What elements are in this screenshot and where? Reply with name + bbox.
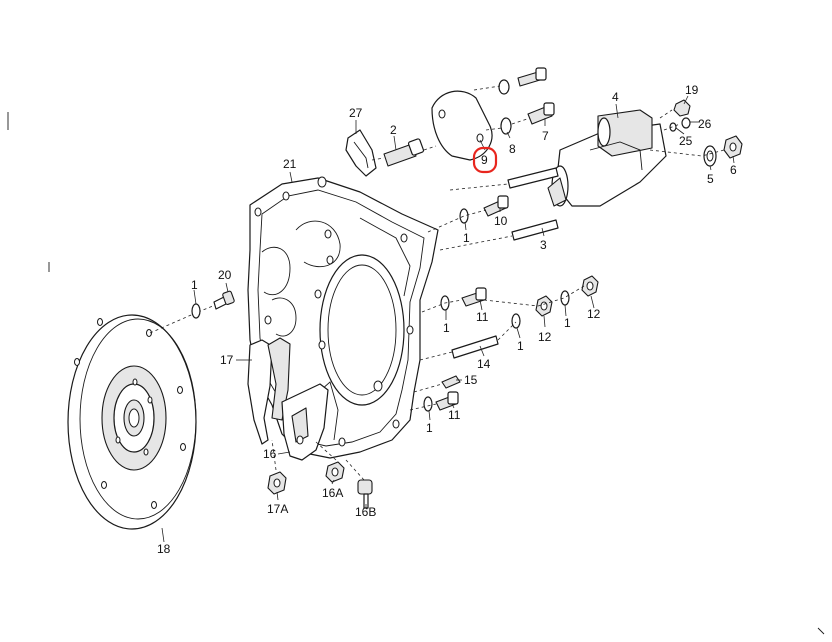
callout-5[interactable]: 5 <box>707 172 714 186</box>
bolt-part-11[interactable] <box>461 287 487 307</box>
washer-part-1[interactable] <box>191 303 201 319</box>
washer-part-1[interactable] <box>560 290 570 306</box>
nut-part-17A[interactable] <box>267 471 287 495</box>
callout-1[interactable]: 1 <box>443 321 450 335</box>
nut-part-19[interactable] <box>673 99 691 117</box>
bolt-part-20[interactable] <box>213 290 235 310</box>
callout-12[interactable]: 12 <box>538 330 552 344</box>
bracket-part-27[interactable] <box>345 129 377 177</box>
callout-10[interactable]: 10 <box>494 214 508 228</box>
highlight-callout-9 <box>472 146 498 174</box>
callout-16[interactable]: 16 <box>263 447 277 461</box>
callout-17[interactable]: 17 <box>220 353 234 367</box>
callout-25[interactable]: 25 <box>679 134 693 148</box>
bolt-part-15[interactable] <box>441 375 461 389</box>
bolt-part-7[interactable] <box>527 102 555 125</box>
shield-plate-part-16[interactable] <box>281 383 329 461</box>
washer-part-1[interactable] <box>459 208 469 224</box>
callout-12[interactable]: 12 <box>587 307 601 321</box>
callout-1[interactable]: 1 <box>463 231 470 245</box>
nut-part-16A[interactable] <box>325 461 345 483</box>
callout-27[interactable]: 27 <box>349 106 363 120</box>
washer-part-1[interactable] <box>511 313 521 329</box>
stud-part-long-upper[interactable] <box>507 167 559 189</box>
callout-21[interactable]: 21 <box>283 157 297 171</box>
corner-mark <box>817 627 825 635</box>
callout-2[interactable]: 2 <box>390 123 397 137</box>
bolt-part-16B[interactable] <box>357 479 373 509</box>
callout-17A[interactable]: 17A <box>267 502 288 516</box>
nut-part-12[interactable] <box>581 275 599 297</box>
stud-part-3[interactable] <box>511 219 559 241</box>
callout-4[interactable]: 4 <box>612 90 619 104</box>
washer-part-25[interactable] <box>669 122 677 132</box>
starter-motor-part-4[interactable] <box>547 109 667 207</box>
nut-part-6[interactable] <box>723 135 743 159</box>
bolt-upper[interactable] <box>498 67 547 95</box>
washer-part-5[interactable] <box>703 145 717 167</box>
cover-plate-part-9[interactable] <box>431 90 493 161</box>
callout-7[interactable]: 7 <box>542 129 549 143</box>
callout-18[interactable]: 18 <box>157 542 171 556</box>
callout-19[interactable]: 19 <box>685 83 699 97</box>
callout-1[interactable]: 1 <box>191 278 198 292</box>
callout-15[interactable]: 15 <box>464 373 478 387</box>
callout-1[interactable]: 1 <box>426 421 433 435</box>
washer-part-26[interactable] <box>681 117 691 129</box>
callout-9[interactable]: 9 <box>481 153 488 167</box>
drive-plate-part-18[interactable] <box>67 314 197 530</box>
callout-1[interactable]: 1 <box>517 339 524 353</box>
callout-11[interactable]: 11 <box>448 408 461 422</box>
callout-3[interactable]: 3 <box>540 238 547 252</box>
bolt-part-11[interactable] <box>435 391 459 411</box>
stud-part-14[interactable] <box>451 335 499 359</box>
callout-16B[interactable]: 16B <box>355 505 376 519</box>
callout-1[interactable]: 1 <box>564 316 571 330</box>
cover-plate-part-17[interactable] <box>247 337 291 445</box>
callout-14[interactable]: 14 <box>477 357 491 371</box>
callout-11[interactable]: 11 <box>476 310 489 324</box>
washer-part-1[interactable] <box>423 396 433 412</box>
washer-part-8[interactable] <box>500 117 512 135</box>
callout-8[interactable]: 8 <box>509 142 516 156</box>
transmission-housing-part-21[interactable] <box>247 176 439 459</box>
callout-16A[interactable]: 16A <box>322 486 343 500</box>
callout-26[interactable]: 26 <box>698 117 712 131</box>
stud-part-2[interactable] <box>383 138 425 167</box>
leader-lines <box>161 95 735 543</box>
callout-6[interactable]: 6 <box>730 163 737 177</box>
callout-20[interactable]: 20 <box>218 268 232 282</box>
bolt-part-10[interactable] <box>483 195 509 217</box>
